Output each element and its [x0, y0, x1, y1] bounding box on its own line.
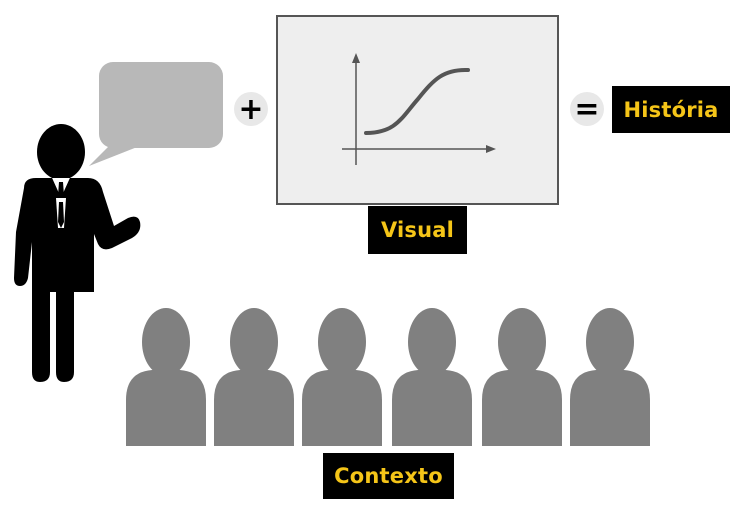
plus-operator: +	[234, 92, 268, 127]
contexto-label: Contexto	[323, 453, 454, 499]
audience-group	[126, 308, 650, 446]
historia-label: História	[612, 86, 730, 133]
equals-operator: =	[570, 92, 604, 127]
speech-bubble-icon	[89, 62, 223, 166]
audience-person-icon	[214, 308, 294, 446]
board-chart-icon	[342, 53, 496, 165]
presenter-person-icon	[14, 124, 141, 382]
audience-person-icon	[302, 308, 382, 446]
audience-person-icon	[570, 308, 650, 446]
audience-person-icon	[126, 308, 206, 446]
board-panel	[276, 15, 559, 205]
visual-label: Visual	[368, 206, 467, 254]
audience-person-icon	[392, 308, 472, 446]
audience-person-icon	[482, 308, 562, 446]
